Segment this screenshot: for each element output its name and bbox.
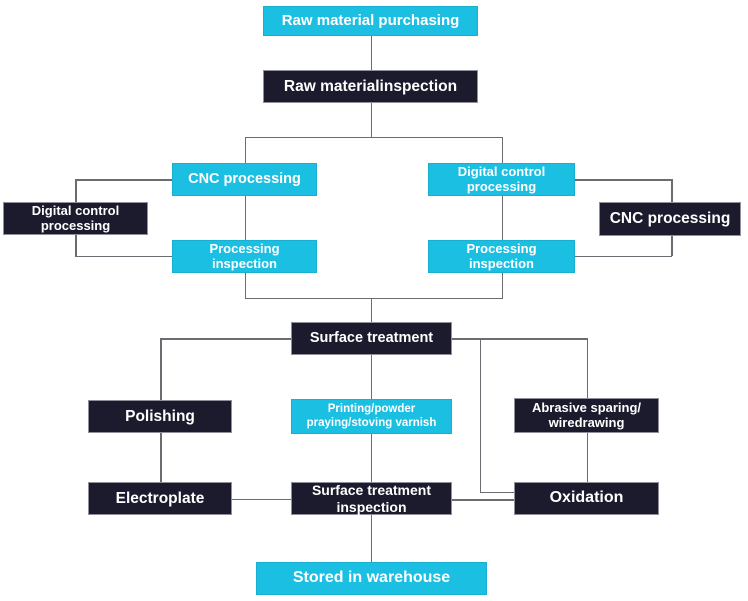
node-label: Surface treatment bbox=[309, 330, 434, 347]
node-label: Processing bbox=[209, 240, 280, 256]
node-digital-control-processing-left: Digital control processing bbox=[3, 202, 148, 235]
connector bbox=[479, 491, 515, 493]
node-surface-treatment: Surface treatment bbox=[291, 322, 452, 355]
connector bbox=[452, 499, 514, 501]
connector bbox=[160, 338, 291, 340]
node-stored-in-warehouse: Stored in warehouse bbox=[256, 562, 487, 595]
node-label: Electroplate bbox=[115, 489, 205, 507]
node-label: Raw materialinspection bbox=[283, 77, 458, 95]
connector bbox=[244, 136, 503, 138]
node-label: CNC processing bbox=[609, 210, 731, 228]
node-label: CNC processing bbox=[188, 171, 301, 188]
node-label: processing bbox=[466, 178, 537, 194]
node-cnc-processing-right: CNC processing bbox=[599, 202, 741, 236]
node-abrasive-sparing-wiredrawing: Abrasive sparing/ wiredrawing bbox=[514, 398, 659, 433]
node-printing-powder-spraying: Printing/powder praying/stoving varnish bbox=[291, 399, 452, 434]
connector bbox=[370, 515, 372, 562]
node-processing-inspection-left: Processing inspection bbox=[172, 240, 317, 273]
node-raw-material-inspection: Raw materialinspection bbox=[263, 70, 478, 103]
node-label: Printing/powder bbox=[327, 403, 416, 416]
node-surface-treatment-inspection: Surface treatment inspection bbox=[291, 482, 452, 515]
connector bbox=[160, 433, 162, 482]
node-label: Digital control bbox=[457, 163, 546, 179]
node-polishing: Polishing bbox=[88, 400, 232, 433]
node-label: Abrasive sparing/ bbox=[531, 399, 642, 415]
node-electroplate: Electroplate bbox=[88, 482, 232, 515]
node-label: inspection bbox=[336, 498, 407, 515]
connector bbox=[370, 355, 372, 399]
connector bbox=[75, 255, 172, 257]
node-label: inspection bbox=[211, 255, 277, 271]
node-cnc-processing-left: CNC processing bbox=[172, 163, 317, 196]
node-label: Stored in warehouse bbox=[292, 569, 451, 587]
node-label: praying/stoving varnish bbox=[306, 416, 437, 429]
node-digital-control-processing-right: Digital control processing bbox=[428, 163, 575, 196]
connector bbox=[479, 338, 481, 493]
connector bbox=[575, 179, 672, 181]
node-label: Oxidation bbox=[549, 489, 624, 507]
connector bbox=[244, 136, 246, 299]
node-label: processing bbox=[40, 217, 111, 233]
connector bbox=[370, 103, 372, 137]
node-label: Processing bbox=[466, 240, 537, 256]
connector bbox=[370, 35, 372, 70]
connector bbox=[75, 179, 172, 181]
node-label: inspection bbox=[468, 255, 534, 271]
node-raw-material-purchasing: Raw material purchasing bbox=[263, 6, 478, 36]
connector bbox=[370, 298, 372, 323]
connector bbox=[232, 498, 291, 500]
connector bbox=[501, 136, 503, 299]
node-label: Polishing bbox=[125, 407, 195, 425]
node-label: wiredrawing bbox=[548, 414, 625, 430]
connector bbox=[244, 297, 503, 299]
connector bbox=[370, 434, 372, 482]
node-oxidation: Oxidation bbox=[514, 482, 659, 515]
node-label: Surface treatment bbox=[311, 482, 432, 499]
connector bbox=[575, 255, 672, 257]
node-label: Digital control bbox=[31, 202, 120, 218]
connector bbox=[160, 338, 162, 400]
node-label: Raw material purchasing bbox=[281, 12, 460, 30]
connector bbox=[452, 338, 587, 340]
node-processing-inspection-right: Processing inspection bbox=[428, 240, 575, 273]
